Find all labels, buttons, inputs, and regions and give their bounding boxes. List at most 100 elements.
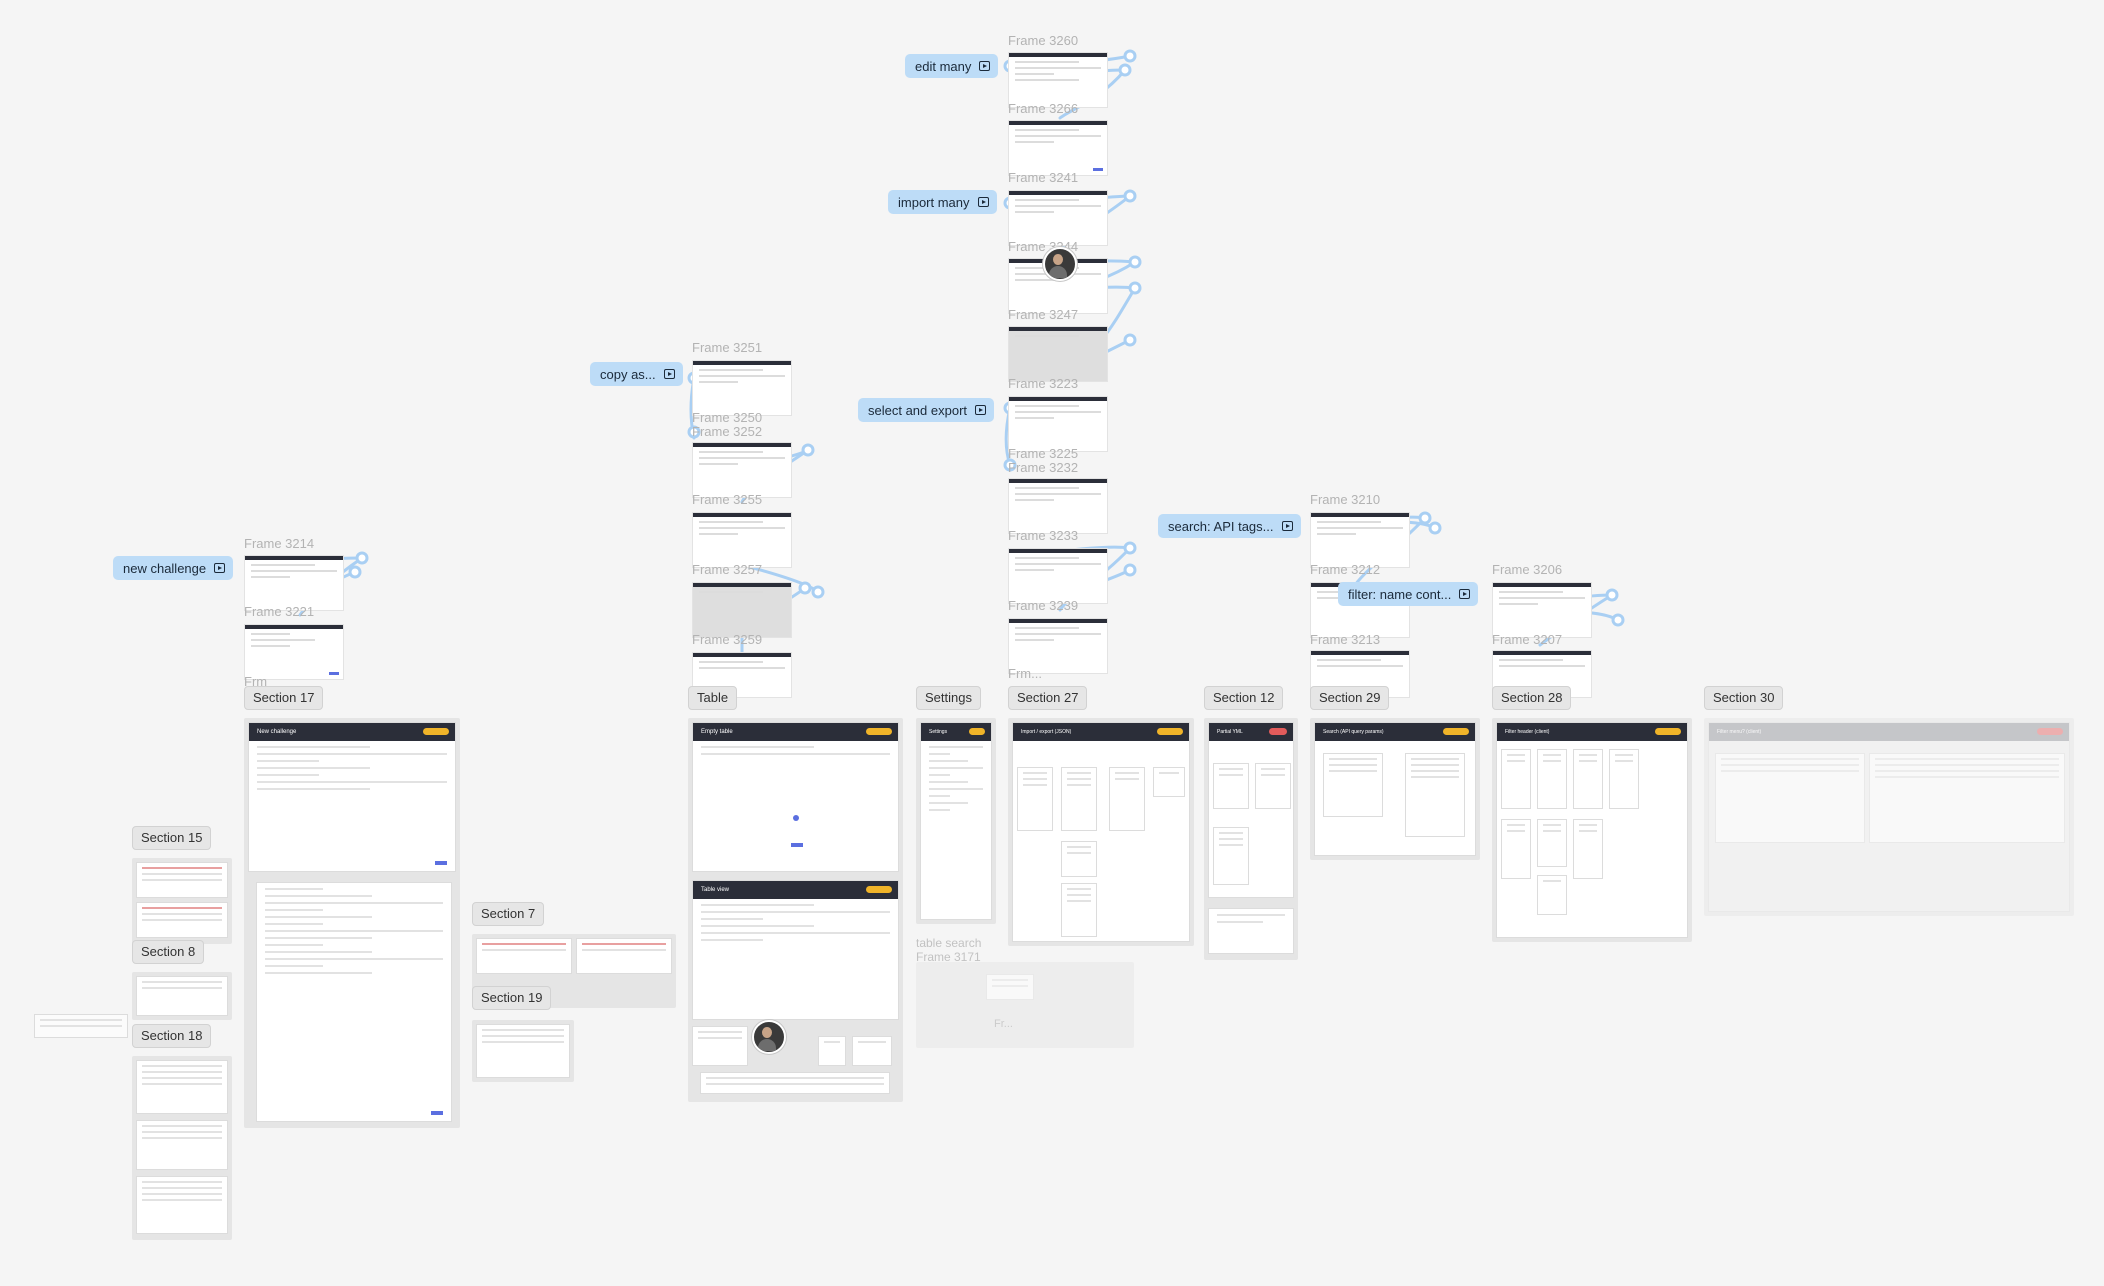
flow-filter-name[interactable]: filter: name cont... [1338,582,1479,606]
play-icon[interactable] [214,563,226,573]
section-tag-8[interactable]: Section 8 [132,940,205,964]
section-tag-18[interactable]: Section 18 [132,1024,212,1048]
frame-label: Frame 3247 [1008,307,1079,322]
section-30-area[interactable]: Filter menu? (client) [1704,718,2074,916]
section-18-area [132,1056,232,1240]
frame-3241[interactable] [1008,190,1108,246]
frame-3266[interactable] [1008,120,1108,176]
mockup-title: Filter header (client) [1505,729,1550,735]
frame-3214[interactable] [244,555,344,611]
frame-label: Frame 3171 [916,950,981,964]
table-panel [818,1036,846,1066]
section-tag-17[interactable]: Section 17 [244,686,324,710]
settings-section-area: Settings [916,718,996,924]
mockup-new-challenge[interactable]: New challenge [248,722,456,872]
flow-new-challenge[interactable]: new challenge [113,556,234,580]
mockup-partial-yml[interactable]: Partial YML [1208,722,1294,898]
mockup-settings[interactable]: Settings [920,722,992,920]
flow-search-api-tags[interactable]: search: API tags... [1158,514,1301,538]
section-tag-30[interactable]: Section 30 [1704,686,1784,710]
section-tag-29[interactable]: Section 29 [1310,686,1390,710]
frame-3255[interactable] [692,512,792,568]
mockup-filter-menu[interactable]: Filter menu? (client) [1708,722,2070,912]
section-tag-15[interactable]: Section 15 [132,826,212,850]
mockup-empty-table[interactable]: Empty table [692,722,899,872]
frame-3233[interactable] [1008,548,1108,604]
mockup-partial-yml-result[interactable] [1208,908,1294,954]
flow-edit-many[interactable]: edit many [905,54,999,78]
frame-label: Frame 3241 [1008,170,1079,185]
section-tag-7[interactable]: Section 7 [472,902,545,926]
frame-label: Frame 3239 [1008,598,1079,613]
flow-label: select and export [868,402,968,418]
frame-label: Frame 3259 [692,632,763,647]
collaborator-avatar[interactable] [752,1020,786,1054]
frame-3223[interactable] [1008,396,1108,452]
flow-label: edit many [915,58,972,74]
frame-label: Frame 3225 [1008,446,1079,461]
flow-label: search: API tags... [1168,518,1274,534]
play-icon[interactable] [1281,521,1293,531]
play-icon[interactable] [663,369,675,379]
frame-3257[interactable] [692,582,792,638]
frame-3210[interactable] [1310,512,1410,568]
mockup-title: Filter menu? (client) [1717,729,1762,735]
flow-label: copy as... [600,366,656,382]
frame-label: Frame 3266 [1008,101,1079,116]
table-rows [700,1072,890,1094]
section-tag-19[interactable]: Section 19 [472,986,552,1010]
section-tag-27[interactable]: Section 27 [1008,686,1088,710]
collaborator-avatar[interactable] [1043,247,1077,281]
section-tag-12[interactable]: Section 12 [1204,686,1284,710]
flow-label: filter: name cont... [1348,586,1452,602]
mockup-import-export[interactable]: Import / export (JSON) [1012,722,1190,942]
mockup-new-challenge-form[interactable] [256,882,452,1122]
frame-label: Frame 3210 [1310,492,1381,507]
frame-label: Fr... [994,1018,1013,1030]
frame-3221[interactable] [244,624,344,680]
frame-label: Frame 3233 [1008,528,1079,543]
frame-3239[interactable] [1008,618,1108,674]
flow-copy-as[interactable]: copy as... [590,362,683,386]
table-panel [692,1026,748,1066]
frame-3206[interactable] [1492,582,1592,638]
section-19-area [472,1020,574,1082]
frame-label: Frm [244,674,268,689]
frame-label: Frame 3232 [1008,460,1079,475]
frame-3232[interactable] [1008,478,1108,534]
play-icon[interactable] [979,61,991,71]
frame-3251[interactable] [692,360,792,416]
table-section-area: Empty table Table view [688,718,903,1102]
frame-label: Frame 3260 [1008,33,1079,48]
section-29-area: Search (API query params) [1310,718,1480,860]
frame-label: Frame 3257 [692,562,763,577]
mockup-filter-header[interactable]: Filter header (client) [1496,722,1688,938]
play-icon[interactable] [1459,589,1471,599]
play-icon[interactable] [977,197,989,207]
frame-3260[interactable] [1008,52,1108,108]
mockup-search-api[interactable]: Search (API query params) [1314,722,1476,856]
section-tag-table[interactable]: Table [688,686,738,710]
frame-label: Frame 3207 [1492,632,1563,647]
section-12-area: Partial YML [1204,718,1298,960]
frame-3247[interactable] [1008,326,1108,382]
section-tag-28[interactable]: Section 28 [1492,686,1572,710]
play-icon[interactable] [975,405,987,415]
section-tag-settings[interactable]: Settings [916,686,981,710]
frame-label: Frm... [1008,666,1042,681]
mockup-title: Table view [701,887,730,893]
stray-table-frame[interactable] [34,1014,128,1038]
table-search-area[interactable]: Fr... [916,962,1134,1048]
mockup-title: Settings [929,729,948,735]
frame-label: Frame 3255 [692,492,763,507]
flow-select-and-export[interactable]: select and export [858,398,995,422]
frame-label: Frame 3250 [692,410,763,425]
flow-import-many[interactable]: import many [888,190,997,214]
mockup-title: Partial YML [1217,729,1243,735]
mockup-table-view[interactable]: Table view [692,880,899,1020]
section-15-area [132,858,232,944]
frame-3252[interactable] [692,442,792,498]
frame-label: Frame 3212 [1310,562,1381,577]
section-8-area [132,972,232,1020]
frame-label: Frame 3214 [244,536,315,551]
